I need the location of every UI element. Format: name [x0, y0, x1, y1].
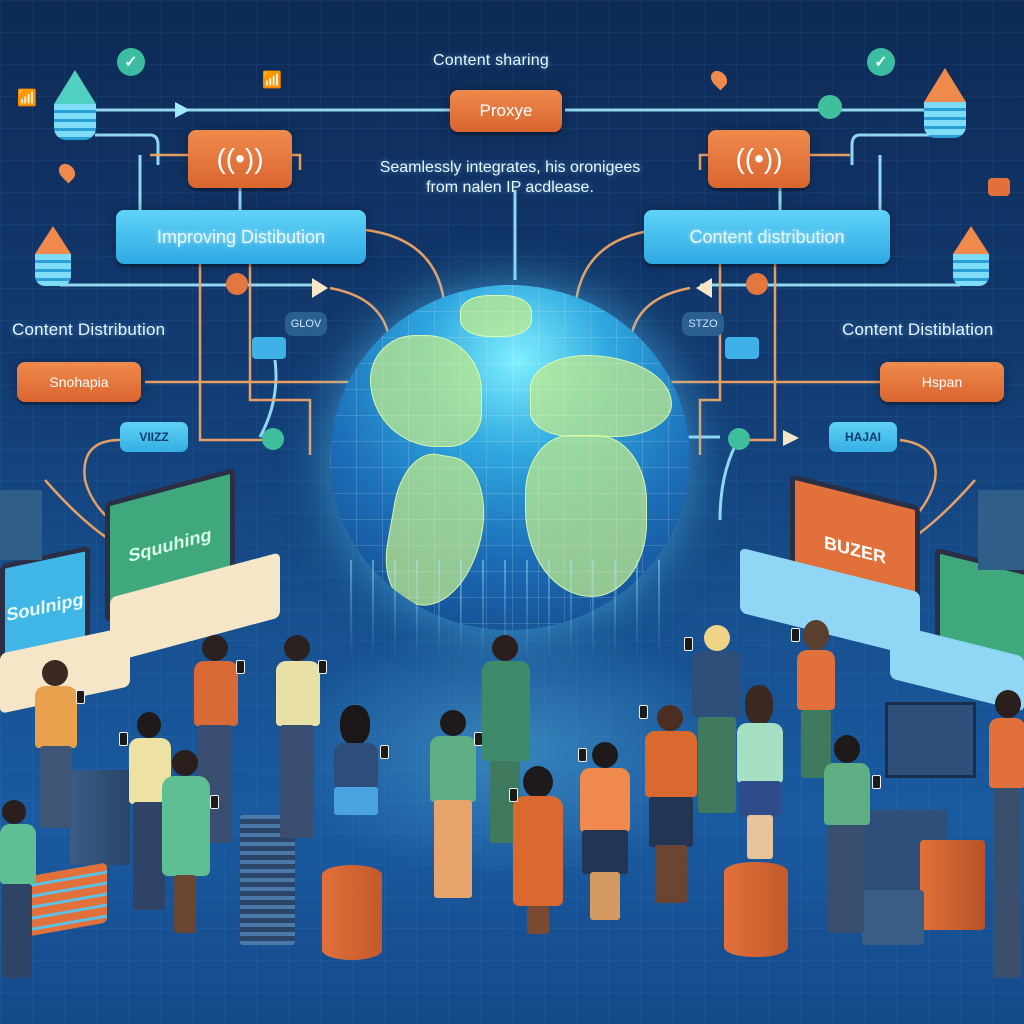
- person-with-phone: [30, 660, 85, 830]
- wifi-icon: 📶: [262, 72, 282, 89]
- continent-africa: [525, 435, 647, 597]
- pedestal: [724, 862, 788, 957]
- checkmark-icon: ✓: [117, 48, 145, 76]
- person-with-phone: [684, 625, 744, 815]
- database-icon: [922, 68, 968, 140]
- network-node-icon: [818, 95, 842, 119]
- database-icon: [33, 226, 73, 290]
- wifi-router-box-left: ((•)): [188, 130, 292, 188]
- header-caption: Seamlessly integrates, his oronigees fro…: [340, 158, 680, 198]
- smartphone-icon: [639, 705, 648, 719]
- laptop-screen-label: Soulnipg: [6, 588, 84, 626]
- wifi-icon: ((•)): [735, 143, 783, 174]
- right-chat-bubble: STZO: [682, 312, 724, 336]
- right-tag: HAJAI: [829, 422, 897, 452]
- right-side-label: Content Distiblation: [842, 320, 994, 339]
- chat-bubble-icon: [988, 178, 1010, 196]
- message-card-icon: [725, 337, 759, 359]
- smartphone-icon: [380, 745, 389, 759]
- server-icon: [70, 770, 130, 865]
- left-orange-box: Snohapia: [17, 362, 141, 402]
- left-side-label: Content Distribution: [12, 320, 166, 339]
- smartphone-icon: [318, 660, 327, 674]
- smartphone-icon: [119, 732, 128, 746]
- wifi-icon: ((•)): [216, 143, 264, 174]
- person-with-phone: [119, 712, 175, 912]
- improving-distribution-box: Improving Distibution: [116, 210, 366, 264]
- right-orange-box: Hspan: [880, 362, 1004, 402]
- printer-icon: [862, 890, 924, 945]
- person-with-phone: [160, 750, 219, 935]
- person-with-phone: [0, 800, 40, 980]
- person-with-phone: [985, 690, 1024, 980]
- smartphone-icon: [578, 748, 587, 762]
- right-orange-label: Hspan: [921, 374, 963, 390]
- left-chat-bubble: GLOV: [285, 312, 327, 336]
- left-orange-label: Snohapia: [49, 374, 109, 390]
- caption-line-1: Seamlessly integrates, his oronigees: [379, 159, 641, 176]
- laptop-screen-label: Squuhing: [128, 523, 212, 566]
- network-node-icon: [226, 273, 248, 295]
- person-with-phone: [428, 710, 483, 900]
- cabinet-icon: [920, 840, 985, 930]
- person-with-phone: [791, 620, 837, 780]
- globe-icon: [330, 285, 690, 630]
- smartphone-icon: [509, 788, 518, 802]
- wifi-icon: 📶: [17, 90, 37, 107]
- laptop-screen-label: BUZER: [824, 531, 886, 568]
- left-tag: VIIZZ: [120, 422, 188, 452]
- database-icon: [52, 70, 98, 142]
- network-node-icon: [262, 428, 284, 450]
- person-with-phone: [330, 705, 389, 870]
- smartphone-icon: [872, 775, 881, 789]
- content-distribution-label: Content distribution: [689, 226, 845, 247]
- database-icon: [951, 226, 991, 290]
- network-node-icon: [728, 428, 750, 450]
- content-distribution-box: Content distribution: [644, 210, 890, 264]
- header-title: Content sharing: [433, 52, 549, 69]
- person-with-phone: [509, 766, 563, 936]
- proxy-label: Proxye: [479, 101, 533, 120]
- person-with-phone: [272, 635, 327, 840]
- person-with-phone: [639, 705, 699, 905]
- monitor-icon: [978, 490, 1024, 570]
- smartphone-icon: [210, 795, 219, 809]
- smartphone-icon: [684, 637, 693, 651]
- network-node-icon: [746, 273, 768, 295]
- message-card-icon: [252, 337, 286, 359]
- wifi-router-box-right: ((•)): [708, 130, 810, 188]
- smartphone-icon: [791, 628, 800, 642]
- checkmark-icon: ✓: [867, 48, 895, 76]
- monitor-icon: [0, 490, 42, 560]
- person-with-phone: [735, 685, 785, 860]
- smartphone-icon: [236, 660, 245, 674]
- smartphone-icon: [76, 690, 85, 704]
- pedestal: [322, 865, 382, 960]
- desktop-monitor: [885, 702, 976, 778]
- continent-greenland: [460, 295, 532, 337]
- improving-distribution-label: Improving Distibution: [156, 226, 326, 247]
- caption-line-2: from nalen IP acdlease.: [426, 179, 594, 196]
- person-with-phone: [578, 742, 632, 922]
- proxy-box: Proxye: [450, 90, 562, 132]
- person-with-phone: [822, 735, 881, 935]
